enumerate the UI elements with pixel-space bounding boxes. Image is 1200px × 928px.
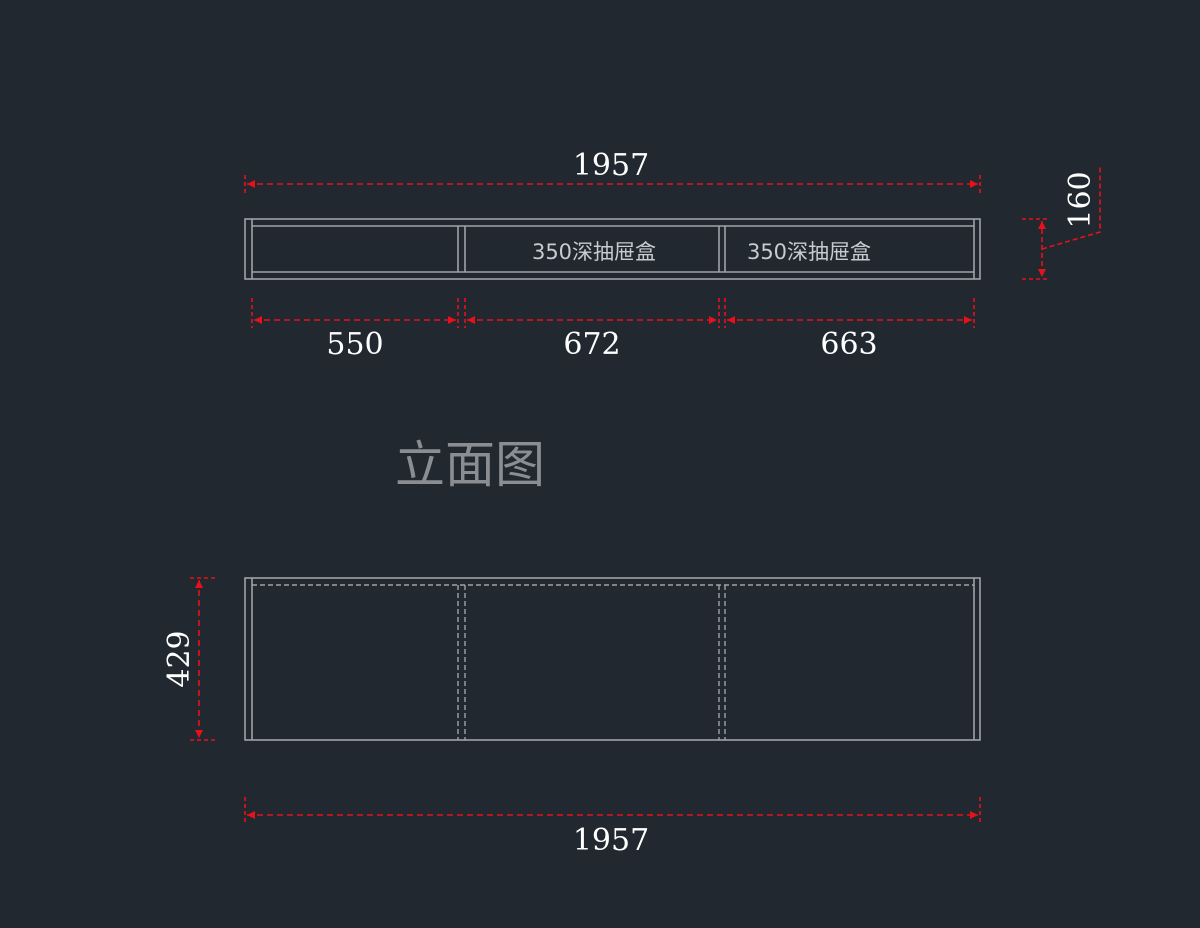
elevation-overall-width-label: 1957	[573, 823, 649, 858]
plan-depth-label: 160	[1063, 171, 1098, 228]
plan-overall-dimension	[244, 175, 981, 196]
drawer-label-1: 350深抽屉盒	[532, 240, 656, 264]
plan-depth-dimension	[1022, 166, 1101, 280]
outer-rect	[244, 577, 981, 741]
outer-rect	[244, 218, 981, 280]
plan-cabinet-outline	[244, 218, 981, 280]
plan-view: 1957 350深抽屉盒 350深抽屉盒 160	[244, 148, 1101, 362]
elevation-title: 立面图	[395, 436, 545, 494]
elevation-height-dimension	[190, 577, 217, 741]
segment-width-label-3: 663	[820, 327, 877, 362]
elevation-height-label: 429	[162, 630, 197, 687]
plan-segment-dimensions	[251, 298, 975, 328]
drawer-label-2: 350深抽屉盒	[747, 240, 871, 264]
elevation-view: 429 1957	[162, 577, 981, 858]
leader-line	[1041, 166, 1101, 250]
elevation-overall-dimension	[244, 797, 981, 824]
plan-overall-width-label: 1957	[573, 148, 649, 183]
segment-width-label-1: 550	[326, 327, 383, 362]
segment-width-label-2: 672	[563, 327, 620, 362]
elevation-hidden-lines	[252, 584, 974, 740]
elevation-cabinet-outline	[244, 577, 981, 741]
